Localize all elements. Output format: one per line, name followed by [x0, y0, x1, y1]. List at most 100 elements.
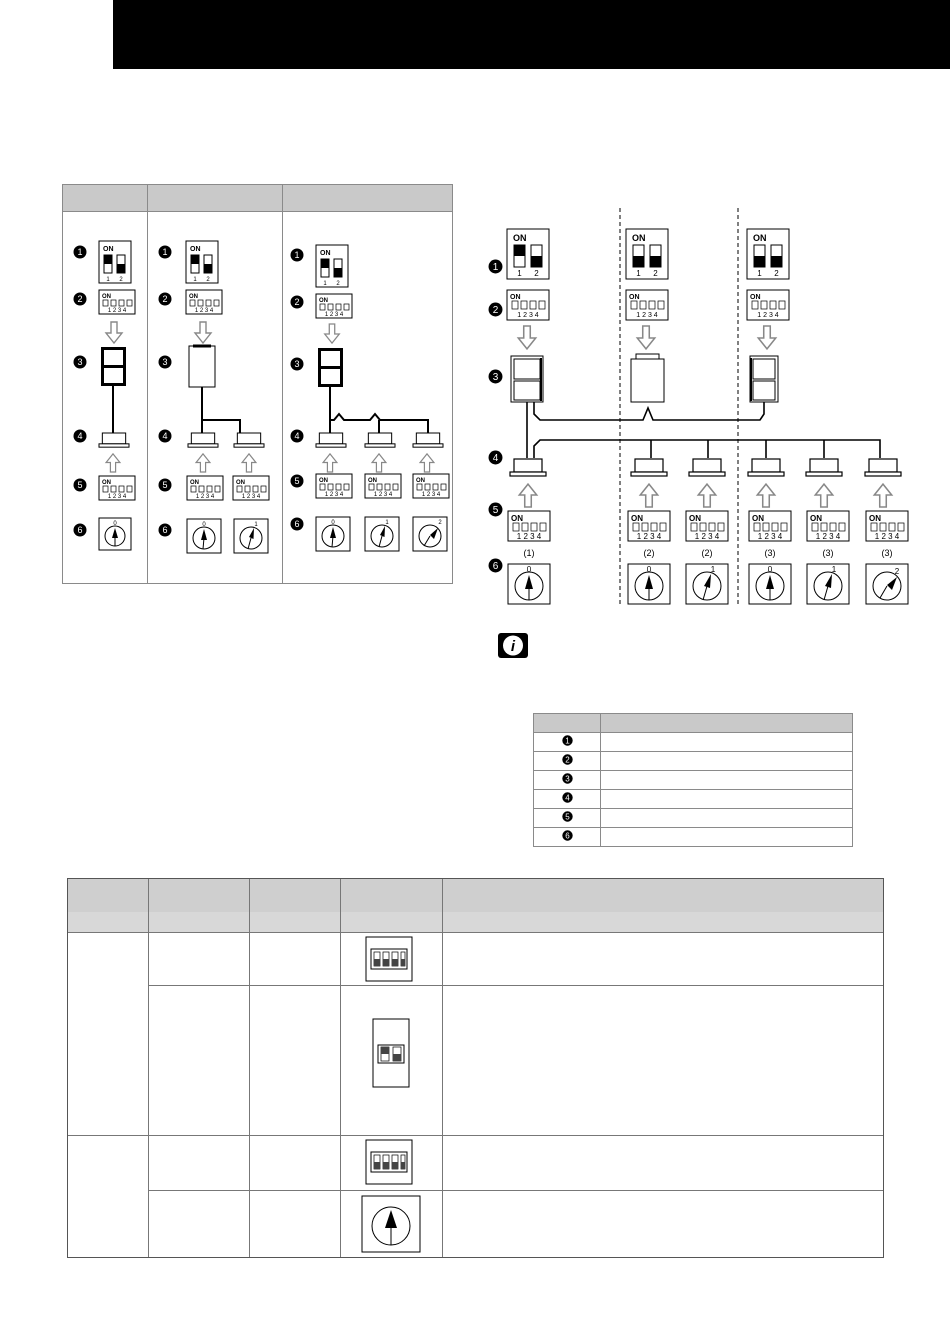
svg-text:4: 4 [77, 431, 82, 441]
arrow-up-icon [105, 453, 121, 473]
circled-number-icon: 5 [561, 810, 573, 822]
svg-text:1: 1 [385, 520, 389, 526]
rotary-switch-icon: 2 [865, 563, 909, 605]
svg-text:ON: ON [190, 246, 201, 253]
svg-text:1: 1 [565, 736, 570, 745]
dip4-switch-icon: ON 1 2 3 4 [412, 473, 450, 499]
svg-text:1 2 3 4: 1 2 3 4 [195, 308, 214, 314]
svg-text:1: 1 [493, 262, 499, 273]
example-table-divider [282, 185, 283, 583]
info-icon: i [498, 633, 528, 658]
svg-text:ON: ON [810, 514, 822, 523]
group-label: (2) [644, 548, 655, 558]
example-single-unit: 1 ON 1 2 2 ON 1 2 3 4 3 4 5 [73, 240, 136, 551]
svg-text:1 2 3 4: 1 2 3 4 [816, 532, 841, 541]
svg-text:2: 2 [774, 269, 779, 278]
rotary-switch-icon [361, 1195, 421, 1253]
svg-text:2: 2 [895, 567, 900, 576]
svg-text:6: 6 [493, 561, 499, 572]
dip2-switch-icon [372, 1018, 410, 1088]
svg-text:1 2 3 4: 1 2 3 4 [517, 312, 539, 319]
svg-text:2: 2 [336, 281, 340, 287]
svg-text:i: i [511, 638, 516, 655]
svg-text:1 2 3 4: 1 2 3 4 [108, 494, 127, 500]
rotary-switch-icon: 0 [748, 563, 792, 605]
svg-text:1: 1 [294, 250, 299, 260]
svg-text:1 2 3 4: 1 2 3 4 [757, 312, 779, 319]
svg-text:ON: ON [320, 250, 331, 257]
svg-text:ON: ON [416, 478, 425, 484]
svg-text:1 2 3 4: 1 2 3 4 [636, 312, 658, 319]
dip4-switch-icon: ON 1 2 3 4 [746, 289, 790, 321]
dip4-switch-icon: ON 1 2 3 4 [364, 473, 402, 499]
svg-text:6: 6 [77, 525, 82, 535]
dip2-switch-icon: ON 1 2 [506, 228, 550, 280]
svg-text:2: 2 [493, 305, 499, 316]
circled-number-icon: 2 [561, 753, 573, 765]
rotary-switch-icon: 0 [315, 516, 351, 552]
svg-text:3: 3 [493, 372, 499, 383]
svg-text:4: 4 [162, 431, 167, 441]
svg-text:ON: ON [319, 478, 328, 484]
rotary-switch-icon: 2 [412, 516, 448, 552]
page-header-bar [113, 0, 950, 69]
example-table [62, 184, 453, 584]
dip4-switch-icon: ON 1 2 3 4 [315, 473, 353, 499]
example-table-divider [147, 185, 148, 583]
svg-text:2: 2 [206, 277, 210, 283]
dip4-switch-icon [365, 936, 413, 982]
group-label: (3) [823, 548, 834, 558]
remote-controller [749, 355, 779, 403]
dip2-switch-icon: ON 1 2 [98, 240, 132, 284]
svg-text:ON: ON [236, 480, 245, 486]
svg-text:4: 4 [565, 793, 570, 802]
dip4-switch-icon: ON 1 2 3 4 [506, 289, 550, 321]
dip2-switch-icon: ON 1 2 [746, 228, 790, 280]
svg-text:5: 5 [565, 812, 570, 821]
svg-text:1 2 3 4: 1 2 3 4 [108, 308, 127, 314]
svg-text:1 2 3 4: 1 2 3 4 [242, 494, 261, 500]
indoor-unit [187, 432, 219, 448]
svg-text:6: 6 [565, 831, 570, 840]
svg-text:3: 3 [77, 357, 82, 367]
dip2-switch-icon: ON 1 2 [185, 240, 219, 284]
dip4-switch-icon: ON 1 2 3 4 [685, 510, 729, 542]
group-label: (3) [765, 548, 776, 558]
rotary-switch-icon: 1 [806, 563, 850, 605]
svg-text:5: 5 [493, 505, 499, 516]
rotary-switch-icon: 0 [186, 518, 222, 554]
svg-text:1: 1 [711, 565, 716, 574]
rotary-switch-icon: 1 [685, 563, 729, 605]
svg-text:1: 1 [636, 269, 641, 278]
svg-text:1 2 3 4: 1 2 3 4 [637, 532, 662, 541]
svg-text:2: 2 [77, 294, 82, 304]
svg-text:2: 2 [653, 269, 658, 278]
svg-text:4: 4 [493, 453, 499, 464]
system-wiring-diagram: 1 2 3 4 5 6 ON 1 2 ON 1 2 ON 1 2 [488, 208, 909, 658]
group-label: (1) [524, 548, 535, 558]
svg-text:0: 0 [527, 565, 532, 574]
svg-text:ON: ON [189, 294, 198, 300]
svg-text:2: 2 [534, 269, 539, 278]
svg-text:5: 5 [294, 476, 299, 486]
svg-text:ON: ON [689, 514, 701, 523]
svg-text:1 2 3 4: 1 2 3 4 [695, 532, 720, 541]
indoor-unit [98, 432, 130, 448]
svg-text:2: 2 [294, 297, 299, 307]
dip4-switch-icon: ON 1 2 3 4 [748, 510, 792, 542]
svg-text:ON: ON [102, 294, 111, 300]
dip4-switch-icon: ON 1 2 3 4 [315, 293, 353, 319]
svg-text:1: 1 [323, 281, 327, 287]
svg-text:ON: ON [869, 514, 881, 523]
dip4-switch-icon: ON 1 2 3 4 [865, 510, 909, 542]
circled-number-icon: 3 [561, 772, 573, 784]
svg-text:2: 2 [438, 520, 442, 526]
group-label: (3) [882, 548, 893, 558]
dip4-switch-icon: ON 1 2 3 4 [186, 475, 224, 501]
svg-text:1 2 3 4: 1 2 3 4 [374, 492, 393, 498]
svg-text:0: 0 [202, 522, 206, 528]
svg-text:0: 0 [331, 520, 335, 526]
svg-text:ON: ON [319, 298, 328, 304]
svg-text:3: 3 [162, 357, 167, 367]
svg-text:ON: ON [510, 294, 521, 301]
